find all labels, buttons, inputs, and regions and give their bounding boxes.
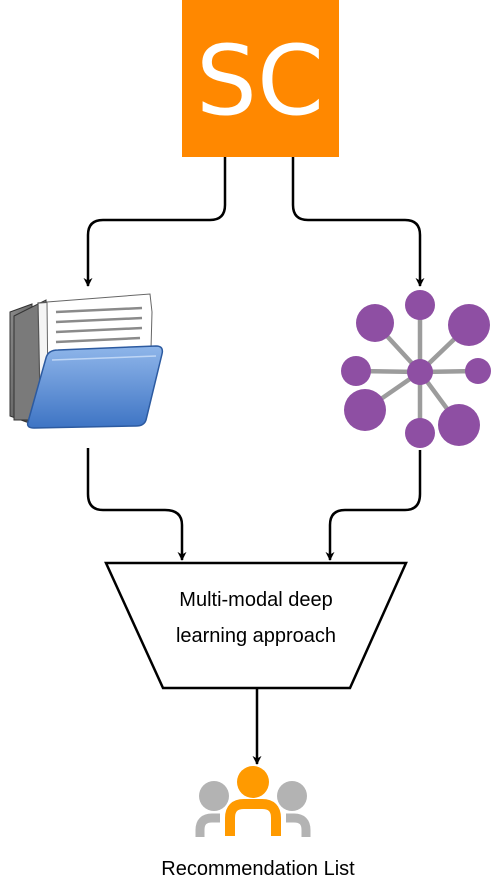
network-graph-icon: [341, 290, 491, 448]
users-group-icon: [195, 766, 311, 837]
edge-sc-to-documents: [83, 157, 227, 287]
graph-node: [405, 418, 435, 448]
model-label-line2: learning approach: [176, 625, 336, 647]
sc-logo: SC: [182, 0, 339, 157]
output-label: Recommendation List: [161, 858, 355, 880]
graph-node: [448, 304, 490, 346]
graph-node: [405, 290, 435, 320]
edge-graph-to-model: [325, 450, 422, 561]
model-label-line1: Multi-modal deep: [179, 589, 332, 611]
graph-node: [438, 404, 480, 446]
folder-front: [26, 345, 164, 429]
graph-node-center: [407, 359, 433, 385]
folder-documents-icon: [9, 293, 164, 429]
sc-logo-background: [182, 0, 339, 157]
graph-node: [341, 356, 371, 386]
model-trapezoid: [104, 561, 408, 690]
sc-logo-text: SC: [196, 25, 324, 137]
graph-node: [344, 389, 386, 431]
graph-node: [465, 358, 491, 384]
edge-documents-to-model: [86, 448, 187, 561]
model-node: Multi-modal deep learning approach: [104, 561, 408, 690]
graph-node: [356, 304, 394, 342]
edge-sc-to-graph: [291, 157, 425, 287]
